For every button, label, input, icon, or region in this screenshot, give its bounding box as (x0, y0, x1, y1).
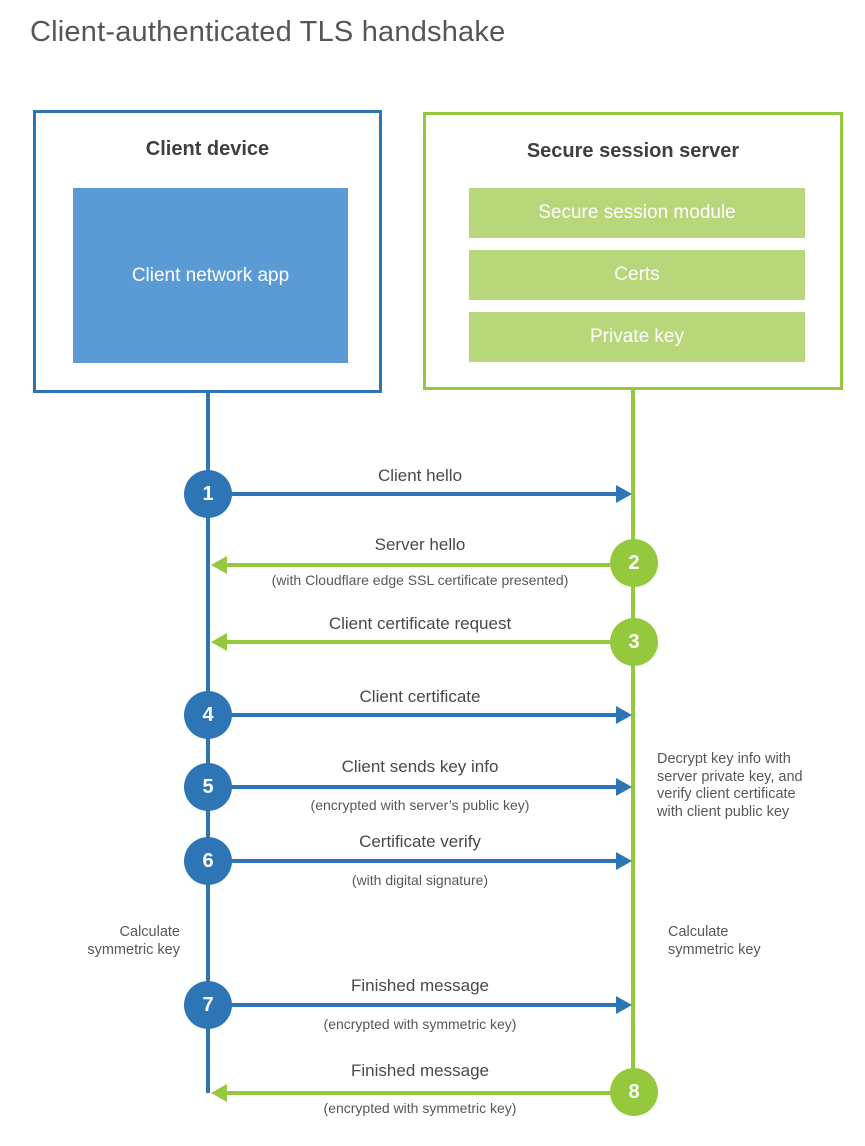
step-circle-6: 6 (184, 837, 232, 885)
server-lifeline (631, 390, 635, 1090)
client-device-heading: Client device (145, 138, 270, 160)
step-sublabel-5: (encrypted with server’s public key) (310, 797, 530, 813)
step-number-1: 1 (202, 482, 214, 505)
step-circle-4: 4 (184, 691, 232, 739)
step-arrowhead-3 (211, 633, 227, 651)
step-arrow-3 (226, 640, 610, 644)
step-circle-2: 2 (610, 539, 658, 587)
step-arrowhead-2 (211, 556, 227, 574)
step-arrowhead-7 (616, 996, 632, 1014)
step-arrow-8 (226, 1091, 610, 1095)
step-arrowhead-4 (616, 706, 632, 724)
step-arrowhead-8 (211, 1084, 227, 1102)
step-number-5: 5 (202, 775, 214, 798)
step-sublabel-6: (with digital signature) (351, 872, 489, 888)
step-sublabel-2: (with Cloudflare edge SSL certificate pr… (271, 572, 569, 588)
calc-symmetric-key-right: Calculate symmetric key (668, 924, 761, 958)
step-arrow-5 (231, 785, 617, 789)
calc-symmetric-key-left: Calculate symmetric key (87, 924, 180, 958)
client-network-app-label: Client network app (131, 264, 290, 286)
step-label-6: Certificate verify (359, 832, 481, 851)
step-label-8: Finished message (351, 1061, 489, 1080)
secure-session-server-box: Secure session server Secure session mod… (423, 112, 843, 390)
step-circle-5: 5 (184, 763, 232, 811)
step-arrowhead-1 (616, 485, 632, 503)
step-arrow-7 (231, 1003, 617, 1007)
module-bar-certs: Certs (469, 250, 805, 300)
page-title: Client-authenticated TLS handshake (30, 16, 506, 48)
step-label-3: Client certificate request (328, 614, 512, 633)
client-device-box: Client device Client network app (33, 110, 382, 393)
step-number-3: 3 (628, 630, 640, 653)
step-sublabel-8: (encrypted with symmetric key) (323, 1100, 517, 1116)
step-number-8: 8 (628, 1080, 640, 1103)
client-network-app-box: Client network app (73, 188, 348, 363)
step-number-2: 2 (628, 551, 640, 574)
step-sublabel-7: (encrypted with symmetric key) (323, 1016, 517, 1032)
step-label-1: Client hello (377, 466, 463, 485)
step-arrow-6 (231, 859, 617, 863)
step-number-4: 4 (202, 703, 214, 726)
step-circle-7: 7 (184, 981, 232, 1029)
step-label-7: Finished message (351, 976, 489, 995)
step-circle-8: 8 (610, 1068, 658, 1116)
step-circle-3: 3 (610, 618, 658, 666)
step-arrow-2 (226, 563, 610, 567)
secure-session-server-heading: Secure session server (526, 140, 740, 162)
step-arrowhead-6 (616, 852, 632, 870)
client-lifeline (206, 393, 210, 1093)
step-number-6: 6 (202, 849, 214, 872)
step-arrowhead-5 (616, 778, 632, 796)
step-circle-1: 1 (184, 470, 232, 518)
step-label-2: Server hello (374, 535, 466, 554)
step-number-7: 7 (202, 993, 214, 1016)
step-label-4: Client certificate (359, 687, 481, 706)
decrypt-note: Decrypt key info with server private key… (657, 751, 803, 820)
step-label-5: Client sends key info (341, 757, 499, 776)
step-arrow-1 (231, 492, 617, 496)
step-arrow-4 (231, 713, 617, 717)
module-bar-private-key: Private key (469, 312, 805, 362)
module-bar-secure-session: Secure session module (469, 188, 805, 238)
